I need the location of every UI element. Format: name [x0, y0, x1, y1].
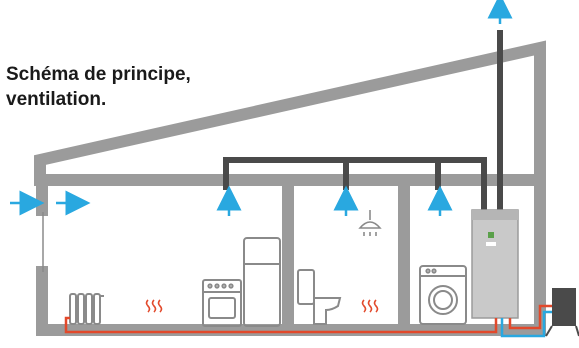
heating-pipe [64, 316, 498, 334]
diagram-title: Schéma de principe, ventilation. [6, 64, 191, 110]
return-pipe [500, 310, 556, 338]
house-structure [34, 40, 546, 336]
outdoor-unit-icon [545, 288, 579, 337]
roof-outer [34, 40, 546, 336]
status-led-icon [488, 232, 494, 238]
airflow-arrows [10, 0, 513, 216]
toilet-icon [297, 269, 342, 325]
fridge-icon [243, 237, 281, 327]
wall-vent [38, 188, 48, 272]
supply-pipe [508, 304, 556, 330]
heat-waves-icon [145, 299, 379, 313]
duct-network [223, 30, 503, 210]
pipes [64, 304, 556, 338]
radiator-icon [69, 293, 104, 325]
washing-machine-icon [419, 265, 467, 325]
water-heater-unit [471, 209, 519, 319]
oven-icon [202, 279, 242, 327]
shower-head-icon [358, 210, 382, 236]
